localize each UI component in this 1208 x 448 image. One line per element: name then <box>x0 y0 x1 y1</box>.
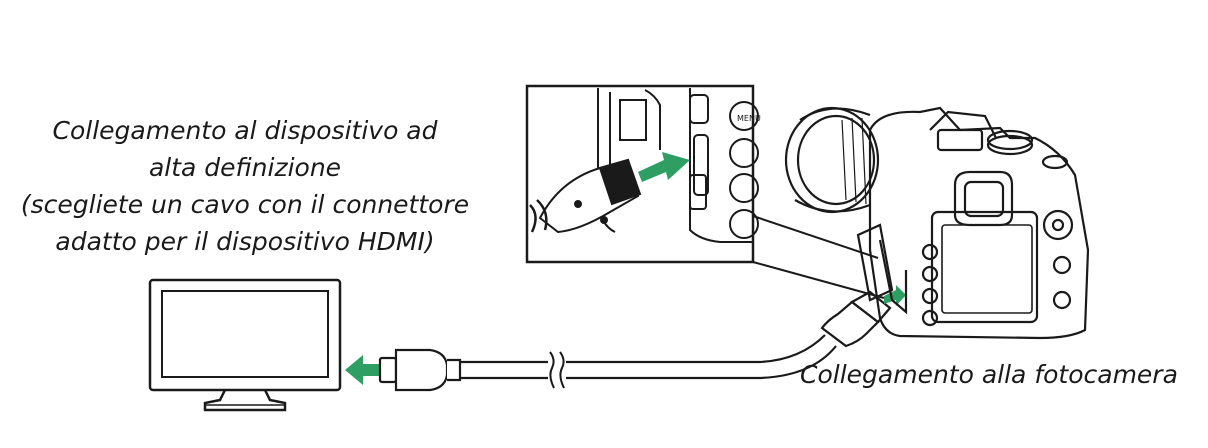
hdmi-plug-icon <box>378 348 462 392</box>
device-connection-label: Collegamento al dispositivo ad alta defi… <box>0 112 490 260</box>
camera-plug <box>820 290 892 348</box>
camera-icon <box>784 106 1090 340</box>
connector-detail-inset: MENU <box>525 84 761 264</box>
svg-text:MENU: MENU <box>737 114 761 123</box>
arrow-left-icon <box>345 355 380 385</box>
device-label-line-1: Collegamento al dispositivo ad <box>52 116 438 145</box>
hdmi-cable <box>460 334 837 389</box>
arrow-right-icon <box>884 285 906 306</box>
tv-icon <box>148 278 342 412</box>
device-label-line-3: (scegliete un cavo con il connettore <box>20 190 470 219</box>
device-label-line-4: adatto per il dispositivo HDMI) <box>55 227 435 256</box>
camera-connection-label: Collegamento alla fotocamera <box>800 360 1178 389</box>
device-label-line-2: alta definizione <box>148 153 342 182</box>
inset-leader-lines <box>752 215 885 299</box>
